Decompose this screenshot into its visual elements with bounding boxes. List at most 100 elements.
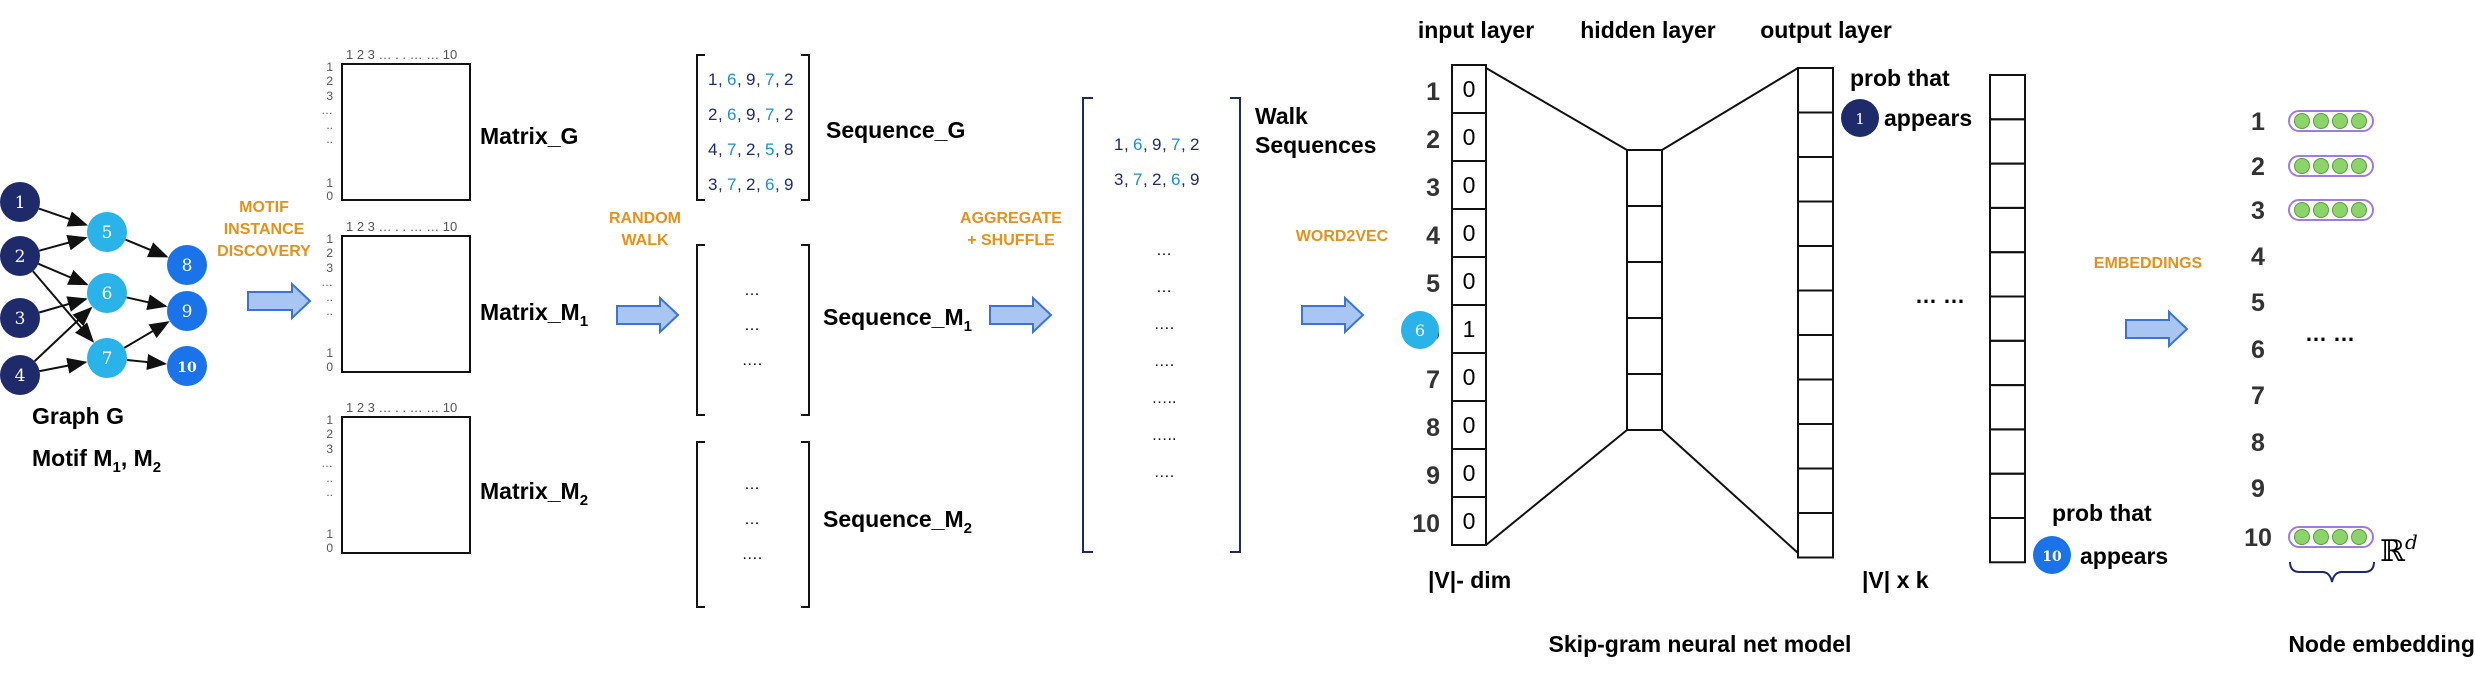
matrix-row-label: 2 bbox=[326, 74, 333, 88]
sequence-number: 1 bbox=[1114, 135, 1123, 154]
seq-m2-dots: … bbox=[744, 511, 760, 528]
sequence-number: 9 bbox=[784, 175, 793, 194]
matrix-name: Matrix_M2 bbox=[480, 478, 588, 509]
sequence-number: 3 bbox=[708, 175, 717, 194]
input-value: 0 bbox=[1463, 220, 1476, 246]
sequence-comma: , bbox=[775, 175, 780, 194]
arrow-embeddings bbox=[2125, 309, 2189, 349]
sequence-number: 7 bbox=[765, 70, 774, 89]
node-10-label: 10 bbox=[2042, 549, 2062, 565]
embedding-vector bbox=[2288, 155, 2374, 177]
sequence-number: 2 bbox=[708, 105, 717, 124]
motif-label-line2: INSTANCE bbox=[224, 221, 305, 238]
embedding-vector bbox=[2288, 110, 2374, 132]
sequence-comma: , bbox=[756, 105, 761, 124]
embedding-component bbox=[2351, 202, 2367, 218]
input-index: 10 bbox=[1412, 510, 1440, 538]
output-cell bbox=[1989, 339, 2026, 387]
input-index: 7 bbox=[1426, 366, 1440, 394]
motif-label-line3: DISCOVERY bbox=[217, 243, 311, 260]
sequence-number: 7 bbox=[727, 140, 736, 159]
connection-line bbox=[1661, 429, 1799, 554]
input-value: 0 bbox=[1463, 508, 1476, 534]
sequence-number: 7 bbox=[765, 105, 774, 124]
output-cell bbox=[1797, 67, 1834, 114]
embedding-brace bbox=[2289, 561, 2375, 583]
output-vector bbox=[1989, 74, 2026, 564]
sequence-g-values: 1,6,9,7,22,6,9,7,24,7,2,5,83,7,2,6,9 bbox=[708, 70, 793, 194]
sequence-number: 2 bbox=[746, 175, 755, 194]
seq-m1-dots: … bbox=[744, 282, 760, 299]
sequence-comma: , bbox=[737, 70, 742, 89]
matrix-row-label: … bbox=[321, 456, 333, 470]
matrix-row-label: .. bbox=[326, 471, 333, 485]
sequence-number: 5 bbox=[765, 140, 774, 159]
embedding-component bbox=[2294, 529, 2310, 545]
sequence-comma: , bbox=[756, 70, 761, 89]
sequence-number: 4 bbox=[708, 140, 717, 159]
sequence-comma: , bbox=[1162, 170, 1167, 189]
graph-node-label: 9 bbox=[182, 302, 193, 322]
seq-m1-dots: … bbox=[744, 317, 760, 334]
input-value: 0 bbox=[1463, 364, 1476, 390]
input-value: 1 bbox=[1463, 316, 1476, 342]
matrix-row-label: .. bbox=[326, 132, 333, 146]
input-index: 2 bbox=[1426, 126, 1440, 154]
graph-edge bbox=[125, 238, 169, 258]
walk-title-line1: Walk bbox=[1255, 103, 1308, 129]
sequence-name-m1: Sequence_M1 bbox=[823, 304, 972, 335]
matrix-col-header: 1 2 3 … . . … … 10 bbox=[346, 400, 457, 415]
graph-edge bbox=[33, 306, 93, 363]
matrix-row-label: 3 bbox=[326, 442, 333, 456]
embedding-vector bbox=[2288, 199, 2374, 221]
sequence-number: 6 bbox=[727, 70, 736, 89]
sequence-number: 2 bbox=[1152, 170, 1161, 189]
embedding-dots: … … bbox=[2305, 321, 2355, 346]
graph-node-label: 3 bbox=[15, 309, 26, 329]
matrix-row-label: .. bbox=[326, 485, 333, 499]
output-cell bbox=[1797, 512, 1834, 559]
sequence-number: 1 bbox=[708, 70, 717, 89]
node-10-circle bbox=[2033, 536, 2071, 574]
sequence-comma: , bbox=[1143, 135, 1148, 154]
prob-bottom-text: prob that bbox=[2052, 500, 2152, 526]
matrix-row-label: … bbox=[321, 275, 333, 289]
output-cell bbox=[1989, 428, 2026, 475]
sequence-number: 7 bbox=[727, 175, 736, 194]
graph-edge bbox=[38, 207, 89, 227]
output-cell bbox=[1797, 111, 1834, 158]
output-cell bbox=[1989, 118, 2026, 165]
embedding-index: 2 bbox=[2251, 153, 2265, 181]
sequence-comma: , bbox=[718, 70, 723, 89]
motif-label-line1: MOTIF bbox=[239, 199, 289, 216]
input-index: 5 bbox=[1426, 270, 1440, 298]
aggregate-label-line2: + SHUFFLE bbox=[967, 232, 1055, 249]
matrix-row-label: 1 bbox=[326, 232, 333, 246]
process-labels: MOTIF INSTANCE DISCOVERY RANDOM WALK AGG… bbox=[217, 199, 2202, 272]
sequence-number: 9 bbox=[746, 70, 755, 89]
embedding-index: 6 bbox=[2251, 336, 2265, 364]
sequence-comma: , bbox=[737, 175, 742, 194]
output-layer-label: output layer bbox=[1760, 17, 1892, 43]
sequence-number: 7 bbox=[1133, 170, 1142, 189]
walk-dots-row: ….. bbox=[1152, 390, 1177, 407]
graph-node-label: 5 bbox=[102, 223, 113, 243]
bracket-right bbox=[801, 441, 810, 608]
embedding-component bbox=[2351, 529, 2367, 545]
embedding-index: 5 bbox=[2251, 289, 2265, 317]
sequence-brackets bbox=[696, 54, 810, 608]
bracket-left bbox=[696, 441, 705, 608]
input-index: 8 bbox=[1426, 414, 1440, 442]
bracket-right bbox=[801, 244, 810, 416]
sequence-comma: , bbox=[718, 105, 723, 124]
input-index: 9 bbox=[1426, 462, 1440, 490]
graph-node bbox=[87, 212, 127, 252]
graph-edge bbox=[38, 262, 89, 286]
walk-dots-row: …. bbox=[1154, 464, 1174, 481]
walk-brackets bbox=[1082, 97, 1241, 553]
seq-m2-dots: …. bbox=[742, 546, 762, 563]
graph-edge bbox=[123, 321, 170, 349]
embedding-index: 8 bbox=[2251, 429, 2265, 457]
matrix-row-label: .. bbox=[326, 290, 333, 304]
